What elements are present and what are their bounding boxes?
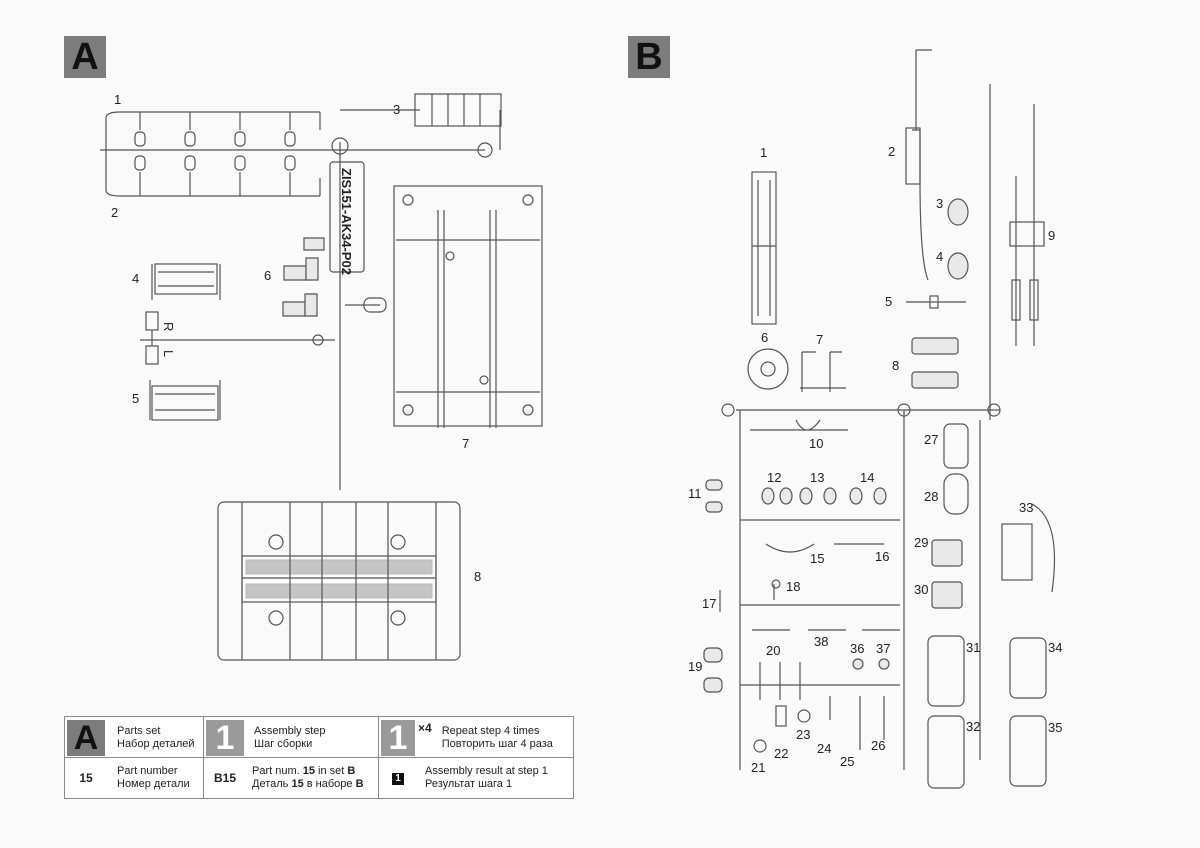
legend-part-ru: Номер детали — [117, 778, 190, 790]
legend-step-en: Assembly step — [254, 725, 326, 737]
set-b-badge: B — [628, 36, 670, 78]
legend-set-en: Parts set — [117, 725, 161, 737]
part-b10-label: 10 — [809, 436, 823, 451]
part-b2-label: 2 — [888, 144, 895, 159]
part-b35-label: 35 — [1048, 720, 1062, 735]
part-a1-label: 1 — [114, 92, 121, 107]
sprue-b-labels: 1 2 3 4 5 6 7 8 9 10 11 12 13 14 15 16 1… — [688, 144, 1062, 775]
part-b20-label: 20 — [766, 643, 780, 658]
part-b4-label: 4 — [936, 249, 943, 264]
part-b34-label: 34 — [1048, 640, 1062, 655]
part-b26-label: 26 — [871, 738, 885, 753]
part-b19-label: 19 — [688, 659, 702, 674]
part-b6-label: 6 — [761, 330, 768, 345]
legend-repeat-ru: Повторить шаг 4 раза — [441, 738, 553, 750]
part-b31-label: 31 — [966, 640, 980, 655]
part-b24-label: 24 — [817, 741, 831, 756]
part-b36-label: 36 — [850, 641, 864, 656]
sprue-a-labels: 1 2 3 4 5 6 7 8 — [111, 92, 481, 584]
part-b15-label: 15 — [810, 551, 824, 566]
set-a-badge: A — [64, 36, 106, 78]
legend-part-en: Part number — [117, 765, 178, 777]
part-b13-label: 13 — [810, 470, 824, 485]
part-b27-label: 27 — [924, 432, 938, 447]
legend-step-badge: 1 — [206, 720, 244, 756]
legend-setpart-en: Part num. 15 in set B — [252, 765, 356, 777]
part-b29-label: 29 — [914, 535, 928, 550]
legend-set-ru: Набор деталей — [117, 738, 195, 750]
legend-repeat-en: Repeat step 4 times — [441, 725, 540, 737]
part-b25-label: 25 — [840, 754, 854, 769]
legend-step-ru: Шаг сборки — [254, 738, 313, 750]
part-b23-label: 23 — [796, 727, 810, 742]
part-a2-label: 2 — [111, 205, 118, 220]
legend-setpart: B15 Part num. 15 in set B Деталь 15 в на… — [206, 759, 378, 797]
part-b11-label: 11 — [688, 486, 702, 501]
part-b33-label: 33 — [1019, 500, 1033, 515]
part-a3-label: 3 — [393, 102, 400, 117]
part-b12-label: 12 — [767, 470, 781, 485]
legend-repeat-mult: ×4 — [418, 721, 432, 735]
legend-table: A Parts set Набор деталей 1 Assembly ste… — [64, 716, 574, 799]
part-a5-label: 5 — [132, 391, 139, 406]
legend-result-ru: Результат шага 1 — [425, 778, 513, 790]
part-b30-label: 30 — [914, 582, 928, 597]
r-mark: R — [161, 322, 176, 331]
l-mark: L — [161, 350, 176, 357]
legend-part-num: 15 — [79, 771, 93, 785]
part-b1-label: 1 — [760, 145, 767, 160]
part-b14-label: 14 — [860, 470, 874, 485]
part-b21-label: 21 — [751, 760, 765, 775]
sprue-code: ZIS151-AK34-P02 — [339, 168, 354, 275]
legend-set: A Parts set Набор деталей — [67, 719, 203, 757]
legend-setpart-code: B15 — [213, 771, 236, 785]
part-b17-label: 17 — [702, 596, 716, 611]
legend-repeat-badge: 1 — [381, 720, 415, 756]
part-b18-label: 18 — [786, 579, 800, 594]
part-b38-label: 38 — [814, 634, 828, 649]
part-b32-label: 32 — [966, 719, 980, 734]
part-a8-label: 8 — [474, 569, 481, 584]
legend-result: 1 Assembly result at step 1 Результат ша… — [381, 759, 571, 797]
legend-repeat: 1 ×4 Repeat step 4 times Повторить шаг 4… — [381, 719, 571, 757]
part-b5-label: 5 — [885, 294, 892, 309]
part-b22-label: 22 — [774, 746, 788, 761]
legend-result-badge: 1 — [392, 772, 404, 785]
part-b28-label: 28 — [924, 489, 938, 504]
legend-result-en: Assembly result at step 1 — [425, 765, 548, 777]
part-b8-label: 8 — [892, 358, 899, 373]
part-b9-label: 9 — [1048, 228, 1055, 243]
part-a4-label: 4 — [132, 271, 139, 286]
part-b3-label: 3 — [936, 196, 943, 211]
legend-set-badge: A — [67, 720, 105, 756]
part-a7-label: 7 — [462, 436, 469, 451]
sprue-b — [703, 49, 1056, 789]
sprue-a: ZIS151-AK34-P02 R L — [100, 93, 543, 661]
part-b7-label: 7 — [816, 332, 823, 347]
part-b37-label: 37 — [876, 641, 890, 656]
legend-setpart-ru: Деталь 15 в наборе B — [252, 778, 364, 790]
part-b16-label: 16 — [875, 549, 889, 564]
part-a6-label: 6 — [264, 268, 271, 283]
legend-step: 1 Assembly step Шаг сборки — [206, 719, 378, 757]
legend-part: 15 Part number Номер детали — [67, 759, 203, 797]
